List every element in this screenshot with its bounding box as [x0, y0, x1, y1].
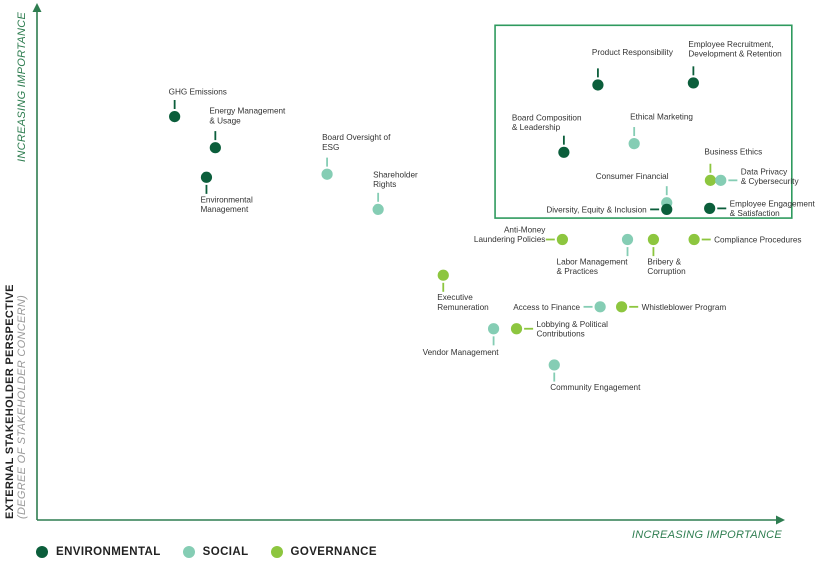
point-energy-management — [209, 142, 221, 154]
point-board-composition — [558, 146, 570, 158]
legend-dot-social — [182, 546, 195, 558]
point-ethical-marketing — [628, 138, 640, 150]
point-environmental — [200, 171, 213, 183]
label-product-responsibility: Product Responsibility — [592, 48, 674, 57]
label-labor-management: Labor Management& Practices — [557, 258, 629, 277]
point-compliance-procedures — [688, 233, 700, 246]
legend-item-social: SOCIAL — [182, 546, 249, 558]
label-business-ethics: Business Ethics — [704, 147, 762, 156]
point-diversity-equity-inclusion — [661, 203, 673, 216]
legend-label-governance: GOVERNANCE — [290, 546, 377, 558]
highlight-region — [494, 24, 793, 219]
label-diversity-equity-inclusion: Diversity, Equity & Inclusion — [546, 205, 647, 214]
label-compliance-procedures: Compliance Procedures — [714, 236, 801, 245]
point-product-responsibility — [592, 79, 604, 91]
point-data-privacy — [715, 174, 727, 186]
label-employee-engagement: Employee Engagement& Satisfaction — [730, 199, 816, 218]
legend-label-environmental: ENVIRONMENTAL — [56, 546, 161, 558]
point-employee-recruitment — [687, 77, 699, 89]
label-employee-recruitment: Employee Recruitment,Development & Reten… — [688, 40, 782, 59]
legend-item-environmental: ENVIRONMENTAL — [36, 546, 161, 558]
highlight-region-layer — [494, 24, 793, 219]
point-shareholder — [372, 203, 384, 216]
x-axis-arrow — [776, 515, 785, 525]
label-ghg-emissions: GHG Emissions — [169, 88, 227, 97]
point-employee-engagement — [704, 202, 716, 214]
label-board-composition: Board Composition& Leadership — [512, 113, 582, 132]
legend-dot-environmental — [36, 546, 48, 558]
point-lobbying-political — [510, 323, 523, 335]
point-access-to-finance — [594, 301, 606, 313]
axes: INCREASING IMPORTANCE INCREASING IMPORTA… — [4, 3, 785, 541]
point-whistleblower-program — [616, 301, 628, 313]
label-energy-management: Energy Management& Usage — [209, 107, 286, 126]
label-access-to-finance: Access to Finance — [513, 303, 580, 312]
label-ethical-marketing: Ethical Marketing — [630, 113, 693, 122]
point-anti-money — [556, 233, 569, 246]
y-axis-arrow — [32, 3, 42, 12]
legend-item-governance: GOVERNANCE — [270, 546, 377, 558]
label-whistleblower-program: Whistleblower Program — [642, 303, 727, 312]
point-executive — [437, 269, 449, 281]
y-axis-title-sub: (DEGREE OF STAKEHOLDER CONCERN) — [16, 295, 28, 519]
point-vendor-management — [487, 323, 500, 335]
leader-lines — [173, 66, 738, 382]
point-bribery — [647, 233, 660, 246]
point-board-oversight-of — [321, 168, 333, 180]
point-community-engagement — [548, 359, 560, 371]
legend: ENVIRONMENTAL SOCIAL GOVERNANCE — [36, 546, 399, 558]
y-axis-title-top: INCREASING IMPORTANCE — [16, 12, 28, 162]
point-labor-management — [621, 233, 634, 246]
data-points — [169, 77, 727, 371]
label-consumer-financial: Consumer Financial — [596, 172, 669, 181]
y-axis-title-main: EXTERNAL STAKEHOLDER PERSPECTIVE — [4, 284, 16, 519]
label-data-privacy: Data Privacy& Cybersecurity — [741, 167, 800, 186]
point-business-ethics — [704, 174, 717, 186]
label-bribery: Bribery &Corruption — [647, 258, 686, 277]
point-ghg-emissions — [169, 110, 181, 123]
legend-label-social: SOCIAL — [202, 546, 249, 558]
label-community-engagement: Community Engagement — [550, 383, 641, 392]
label-vendor-management: Vendor Management — [423, 348, 500, 357]
legend-dot-governance — [270, 546, 283, 558]
x-axis-title: INCREASING IMPORTANCE — [632, 529, 782, 541]
